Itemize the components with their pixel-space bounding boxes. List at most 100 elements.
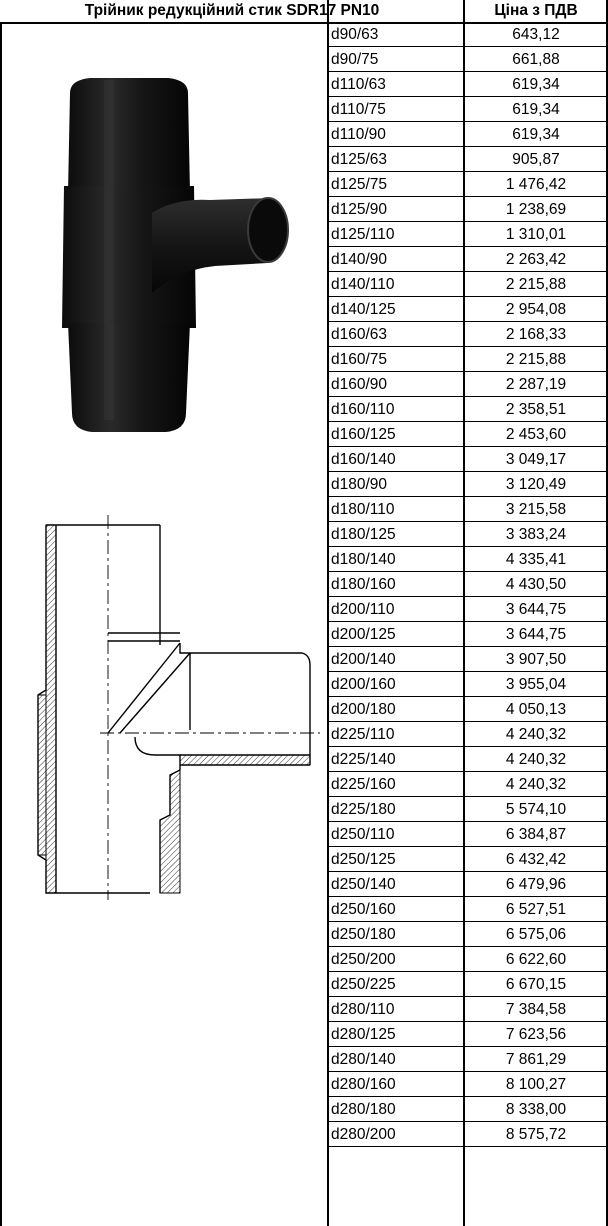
size-cell: d125/75 bbox=[331, 176, 388, 193]
size-cell: d280/125 bbox=[331, 1026, 396, 1043]
price-cell: 2 215,88 bbox=[505, 276, 567, 293]
price-cell: 619,34 bbox=[512, 101, 560, 118]
price-cell: 6 432,42 bbox=[505, 851, 567, 868]
price-cell: 3 383,24 bbox=[505, 526, 567, 543]
reducing-tee-section-drawing bbox=[37, 515, 320, 900]
size-cell: d160/63 bbox=[331, 326, 388, 343]
price-cell: 661,88 bbox=[512, 51, 560, 68]
size-cell: d225/140 bbox=[331, 751, 396, 768]
table-row: d90/63 643,12 bbox=[328, 22, 608, 47]
table-row: d160/110 2 358,51 bbox=[328, 397, 608, 422]
table-row: d280/180 8 338,00 bbox=[328, 1097, 608, 1122]
price-cell: 4 430,50 bbox=[505, 576, 567, 593]
size-cell: d90/63 bbox=[331, 26, 379, 43]
price-cell: 4 240,32 bbox=[505, 776, 567, 793]
table-right-border bbox=[606, 0, 608, 1226]
size-cell: d110/63 bbox=[331, 76, 386, 93]
size-cell: d225/180 bbox=[331, 801, 396, 818]
table-row: d200/140 3 907,50 bbox=[328, 647, 608, 672]
size-cell: d200/110 bbox=[331, 601, 395, 618]
table-row: d180/140 4 335,41 bbox=[328, 547, 608, 572]
table-row: d140/110 2 215,88 bbox=[328, 272, 608, 297]
price-cell: 2 954,08 bbox=[505, 301, 567, 318]
table-row: d280/160 8 100,27 bbox=[328, 1072, 608, 1097]
price-cell: 619,34 bbox=[512, 126, 560, 143]
size-cell: d280/180 bbox=[331, 1101, 396, 1118]
size-cell: d280/160 bbox=[331, 1076, 396, 1093]
price-cell: 4 240,32 bbox=[505, 751, 567, 768]
size-cell: d250/225 bbox=[331, 976, 396, 993]
size-cell: d200/180 bbox=[331, 701, 396, 718]
price-cell: 1 238,69 bbox=[505, 201, 567, 218]
price-cell: 6 527,51 bbox=[505, 901, 567, 918]
divider-size-price bbox=[463, 0, 465, 1226]
size-cell: d140/110 bbox=[331, 276, 395, 293]
size-cell: d140/90 bbox=[331, 251, 388, 268]
price-cell: 2 287,19 bbox=[505, 376, 567, 393]
size-cell: d180/160 bbox=[331, 576, 396, 593]
table-row: d125/90 1 238,69 bbox=[328, 197, 608, 222]
price-cell: 3 644,75 bbox=[505, 601, 567, 618]
price-cell: 6 575,06 bbox=[505, 926, 567, 943]
price-cell: 8 100,27 bbox=[505, 1076, 567, 1093]
size-cell: d180/140 bbox=[331, 551, 396, 568]
size-cell: d160/110 bbox=[331, 401, 395, 418]
price-cell: 3 120,49 bbox=[505, 476, 567, 493]
size-cell: d125/110 bbox=[331, 226, 395, 243]
price-cell: 2 168,33 bbox=[505, 326, 567, 343]
size-cell: d160/140 bbox=[331, 451, 396, 468]
size-cell: d110/75 bbox=[331, 101, 386, 118]
size-cell: d160/90 bbox=[331, 376, 388, 393]
price-cell: 6 622,60 bbox=[505, 951, 567, 968]
divider-image-size bbox=[327, 0, 329, 1226]
table-row: d180/160 4 430,50 bbox=[328, 572, 608, 597]
size-cell: d200/140 bbox=[331, 651, 396, 668]
price-cell: 7 861,29 bbox=[505, 1051, 567, 1068]
price-cell: 3 215,58 bbox=[505, 501, 567, 518]
price-cell: 5 574,10 bbox=[505, 801, 567, 818]
table-row: d250/180 6 575,06 bbox=[328, 922, 608, 947]
size-cell: d110/90 bbox=[331, 126, 386, 143]
table-row: d225/180 5 574,10 bbox=[328, 797, 608, 822]
size-cell: d125/90 bbox=[331, 201, 388, 218]
price-cell: 643,12 bbox=[512, 26, 560, 43]
size-cell: d160/75 bbox=[331, 351, 388, 368]
size-cell: d250/180 bbox=[331, 926, 396, 943]
size-cell: d160/125 bbox=[331, 426, 396, 443]
table-row: d250/160 6 527,51 bbox=[328, 897, 608, 922]
price-cell: 4 240,32 bbox=[505, 726, 567, 743]
price-cell: 2 358,51 bbox=[505, 401, 567, 418]
price-cell: 8 338,00 bbox=[505, 1101, 567, 1118]
size-cell: d250/160 bbox=[331, 901, 396, 918]
price-cell: 4 335,41 bbox=[505, 551, 567, 568]
table-left-border bbox=[0, 22, 2, 1226]
size-cell: d200/160 bbox=[331, 676, 396, 693]
size-cell: d180/110 bbox=[331, 501, 395, 518]
price-cell: 3 907,50 bbox=[505, 651, 567, 668]
table-row: d160/90 2 287,19 bbox=[328, 372, 608, 397]
